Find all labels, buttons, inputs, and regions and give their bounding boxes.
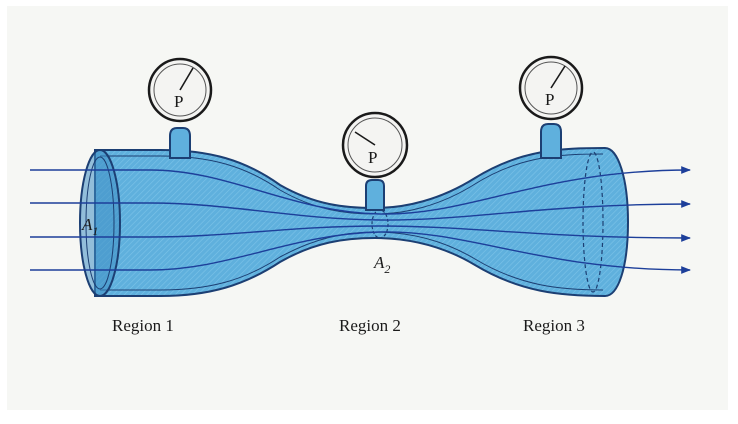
tube-entrance-rim [85,156,115,290]
gauge-stem-3 [540,123,562,159]
gauge-letter-1: P [174,92,183,111]
pressure-gauge-1: P [147,57,213,123]
gauge-needle-3 [550,65,566,89]
tube-wall [94,146,630,298]
streamlines [30,166,691,274]
cross-section-region-3 [582,151,604,293]
streamline-1 [30,166,691,215]
area-label-a2: A2 [373,253,390,276]
gauge-needle-1 [179,67,194,91]
streamline-2 [30,200,691,221]
pressure-gauge-3: P [518,55,584,121]
streamline-4 [30,231,691,274]
gauge-letter-3: P [545,90,554,109]
gauge-letter-2: P [368,148,377,167]
cross-section-a2 [371,209,389,239]
pressure-gauge-2: P [341,111,409,179]
area-label-a1: A1 [81,215,98,238]
tube-entrance [79,149,121,297]
streamline-3 [30,225,691,242]
gauge-stem-1 [169,127,191,159]
region-label-2: Region 2 [339,316,401,335]
gauge-needle-2 [354,131,376,146]
region-label-1: Region 1 [112,316,174,335]
region-label-3: Region 3 [523,316,585,335]
gauge-stem-2 [365,179,385,211]
